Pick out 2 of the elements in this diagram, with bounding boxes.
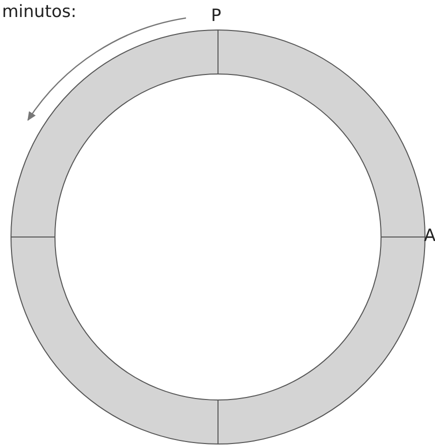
- position-label: P: [211, 6, 222, 26]
- caption-text: minutos:: [2, 2, 76, 22]
